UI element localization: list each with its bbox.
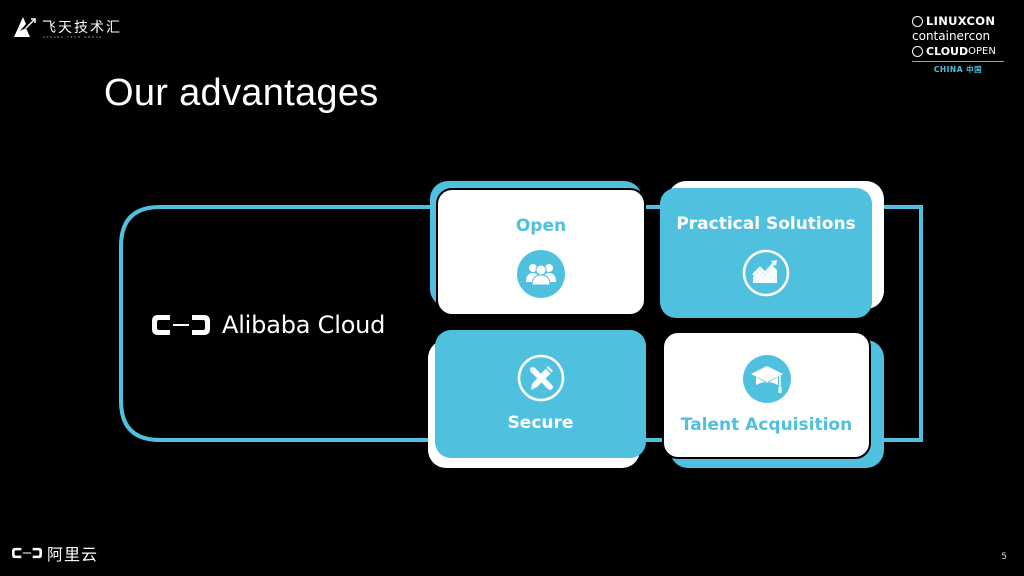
linuxcon-line: LINUXCON — [912, 14, 1012, 29]
divider — [912, 61, 1004, 62]
cloudopen-thin: OPEN — [968, 46, 996, 57]
linuxcon-text: LINUXCON — [926, 14, 996, 28]
alibaba-cloud-brand: Alibaba Cloud — [150, 310, 385, 340]
card-talent-title: Talent Acquisition — [680, 415, 853, 435]
event-name: 飞天技术汇 — [42, 20, 122, 36]
tools-icon — [517, 354, 564, 402]
trend-chart-icon — [742, 249, 790, 297]
page-number: 5 — [1001, 552, 1007, 562]
alibaba-cloud-logo-icon — [152, 315, 210, 335]
card-secure[interactable]: Secure — [435, 330, 646, 458]
containercon-text: containercon — [912, 29, 991, 43]
card-secure-title: Secure — [507, 413, 574, 433]
card-practical-title: Practical Solutions — [676, 214, 856, 234]
aliyun-name: 阿里云 — [47, 545, 99, 564]
card-practical-solutions[interactable]: Practical Solutions — [660, 188, 872, 318]
aliyun-logo: 阿里云 — [11, 541, 98, 565]
card-open[interactable]: Open — [436, 188, 646, 316]
alibaba-cloud-logo-icon — [12, 547, 42, 559]
slide-title: Our advantages — [104, 72, 379, 114]
cloudopen-bold: CLOUD — [926, 45, 969, 58]
region-label: CHINA 中国 — [933, 65, 983, 74]
cloud-open-icon — [912, 46, 923, 57]
graduation-cap-icon — [742, 355, 791, 403]
apsara-logo-icon — [14, 17, 36, 37]
event-logo: 飞天技术汇 APSARA TECH GROUP — [12, 14, 132, 42]
event-tagline: APSARA TECH GROUP — [43, 35, 103, 39]
card-talent-acquisition[interactable]: Talent Acquisition — [662, 331, 871, 459]
tux-icon — [912, 16, 923, 27]
users-group-icon — [517, 250, 565, 298]
brand-name: Alibaba Cloud — [222, 311, 386, 339]
card-open-title: Open — [515, 216, 567, 236]
